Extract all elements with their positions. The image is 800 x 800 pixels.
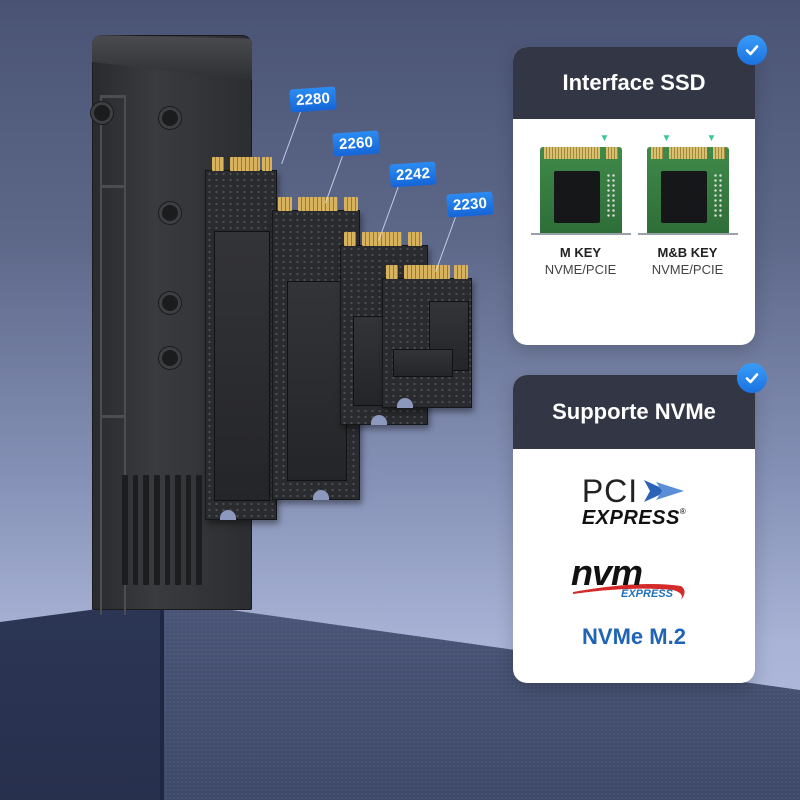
m-key-ssd-icon: ▼ [539, 133, 622, 233]
enclosure-cap [92, 35, 252, 80]
logos: PCI EXPRESS® nvm EXPRESS NVMe M.2 [513, 449, 755, 650]
gold-contacts [408, 232, 422, 246]
size-tag-2242: 2242 [389, 161, 437, 188]
screw-post [94, 105, 110, 121]
pci-express-logo: PCI EXPRESS® [581, 473, 686, 529]
key-item-mb: ▼ ▼ M&B KEY NVME/PCIE [637, 133, 738, 277]
gold-contacts [404, 265, 450, 279]
size-tag-2260: 2260 [332, 130, 380, 157]
interface-ssd-card: Interface SSD ▼ M KEY NVME/PCIE [513, 35, 767, 345]
pci-arrow-icon [644, 480, 685, 502]
key-title: M&B KEY [657, 245, 718, 260]
screw-post [162, 295, 178, 311]
key-title: M KEY [559, 245, 602, 260]
size-tag-2230: 2230 [446, 191, 494, 218]
nvme-support-card: Supporte NVMe PCI EXPRESS® nvm [513, 363, 767, 683]
pedestal-edge [160, 600, 164, 800]
enclosure-rail [100, 95, 126, 615]
key-types: ▼ M KEY NVME/PCIE ▼ ▼ [513, 119, 755, 277]
pedestal-left-face [0, 600, 165, 800]
gold-contacts [298, 197, 338, 211]
ssd-2280 [205, 170, 277, 520]
gold-contacts [212, 157, 224, 171]
size-tag-2280: 2280 [289, 86, 337, 113]
key-subtitle: NVME/PCIE [651, 262, 724, 277]
nvm-express-logo: nvm EXPRESS [569, 552, 699, 606]
ssd-2230 [382, 278, 472, 408]
check-icon [737, 363, 767, 393]
check-icon [737, 35, 767, 65]
gold-contacts [386, 265, 398, 279]
screw-post [162, 205, 178, 221]
mb-key-ssd-icon: ▼ ▼ [646, 133, 729, 233]
gold-contacts [344, 197, 358, 211]
gold-contacts [278, 197, 292, 211]
gold-contacts [230, 157, 260, 171]
key-subtitle: NVME/PCIE [544, 262, 617, 277]
key-item-m: ▼ M KEY NVME/PCIE [530, 133, 631, 277]
gold-contacts [454, 265, 468, 279]
enclosure-vent [122, 475, 202, 585]
interface-card-title: Interface SSD [513, 47, 755, 119]
gold-contacts [344, 232, 356, 246]
gold-contacts [362, 232, 402, 246]
leader-line [435, 217, 456, 272]
gold-contacts [262, 157, 272, 171]
nvme-m2-caption: NVMe M.2 [582, 624, 686, 649]
screw-post [162, 110, 178, 126]
nvme-card-title: Supporte NVMe [513, 375, 755, 449]
screw-post [162, 350, 178, 366]
leader-line [281, 112, 301, 165]
